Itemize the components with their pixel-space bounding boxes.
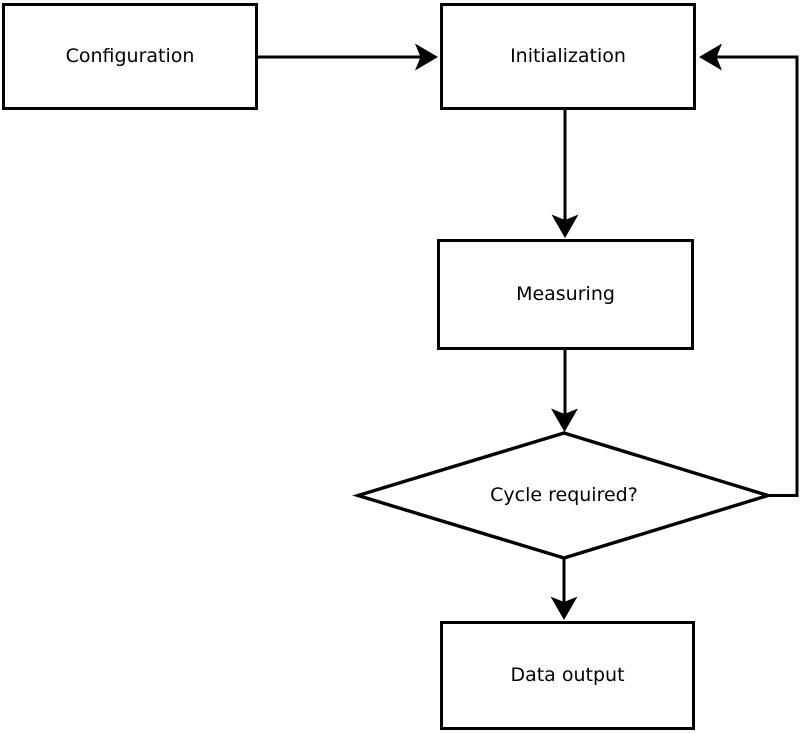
node-data-output: Data output bbox=[440, 621, 695, 730]
edge-line bbox=[716, 55, 799, 497]
node-decision-shape bbox=[352, 431, 774, 560]
arrowhead-down-icon bbox=[551, 214, 579, 238]
edge-configuration-to-initialization bbox=[258, 43, 438, 71]
node-initialization-label: Initialization bbox=[510, 45, 626, 67]
edge-decision-to-initialization-feedback bbox=[699, 43, 799, 497]
edge-decision-to-data-output bbox=[550, 556, 578, 620]
node-measuring: Measuring bbox=[437, 239, 694, 350]
arrowhead-right-icon bbox=[415, 43, 438, 71]
node-configuration: Configuration bbox=[2, 3, 258, 110]
edge-measuring-to-decision bbox=[551, 350, 578, 432]
node-configuration-label: Configuration bbox=[65, 45, 195, 67]
arrowhead-down-icon bbox=[551, 408, 578, 432]
node-data-output-label: Data output bbox=[510, 664, 625, 686]
node-measuring-label: Measuring bbox=[516, 283, 615, 305]
edge-initialization-to-measuring bbox=[551, 110, 579, 238]
arrowhead-left-icon bbox=[699, 43, 722, 71]
arrowhead-down-icon bbox=[550, 596, 578, 620]
node-initialization: Initialization bbox=[440, 3, 696, 110]
